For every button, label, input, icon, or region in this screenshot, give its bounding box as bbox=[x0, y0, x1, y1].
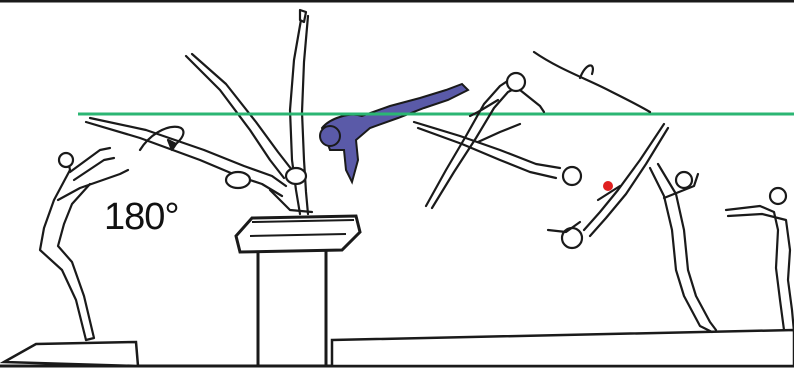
rotation-angle-label: 180° bbox=[104, 196, 179, 239]
trajectory-arc bbox=[534, 52, 650, 112]
gymnast-preflight bbox=[86, 118, 286, 196]
gymnast-salute bbox=[726, 188, 794, 332]
gymnast-flight-pike bbox=[414, 122, 581, 185]
gymnast-landing bbox=[650, 164, 716, 332]
springboard bbox=[4, 342, 138, 366]
gymnast-takeoff bbox=[40, 148, 128, 340]
landing-mat bbox=[332, 330, 794, 366]
gymnast-highlighted bbox=[320, 84, 468, 182]
center-of-mass-marker bbox=[603, 181, 613, 191]
